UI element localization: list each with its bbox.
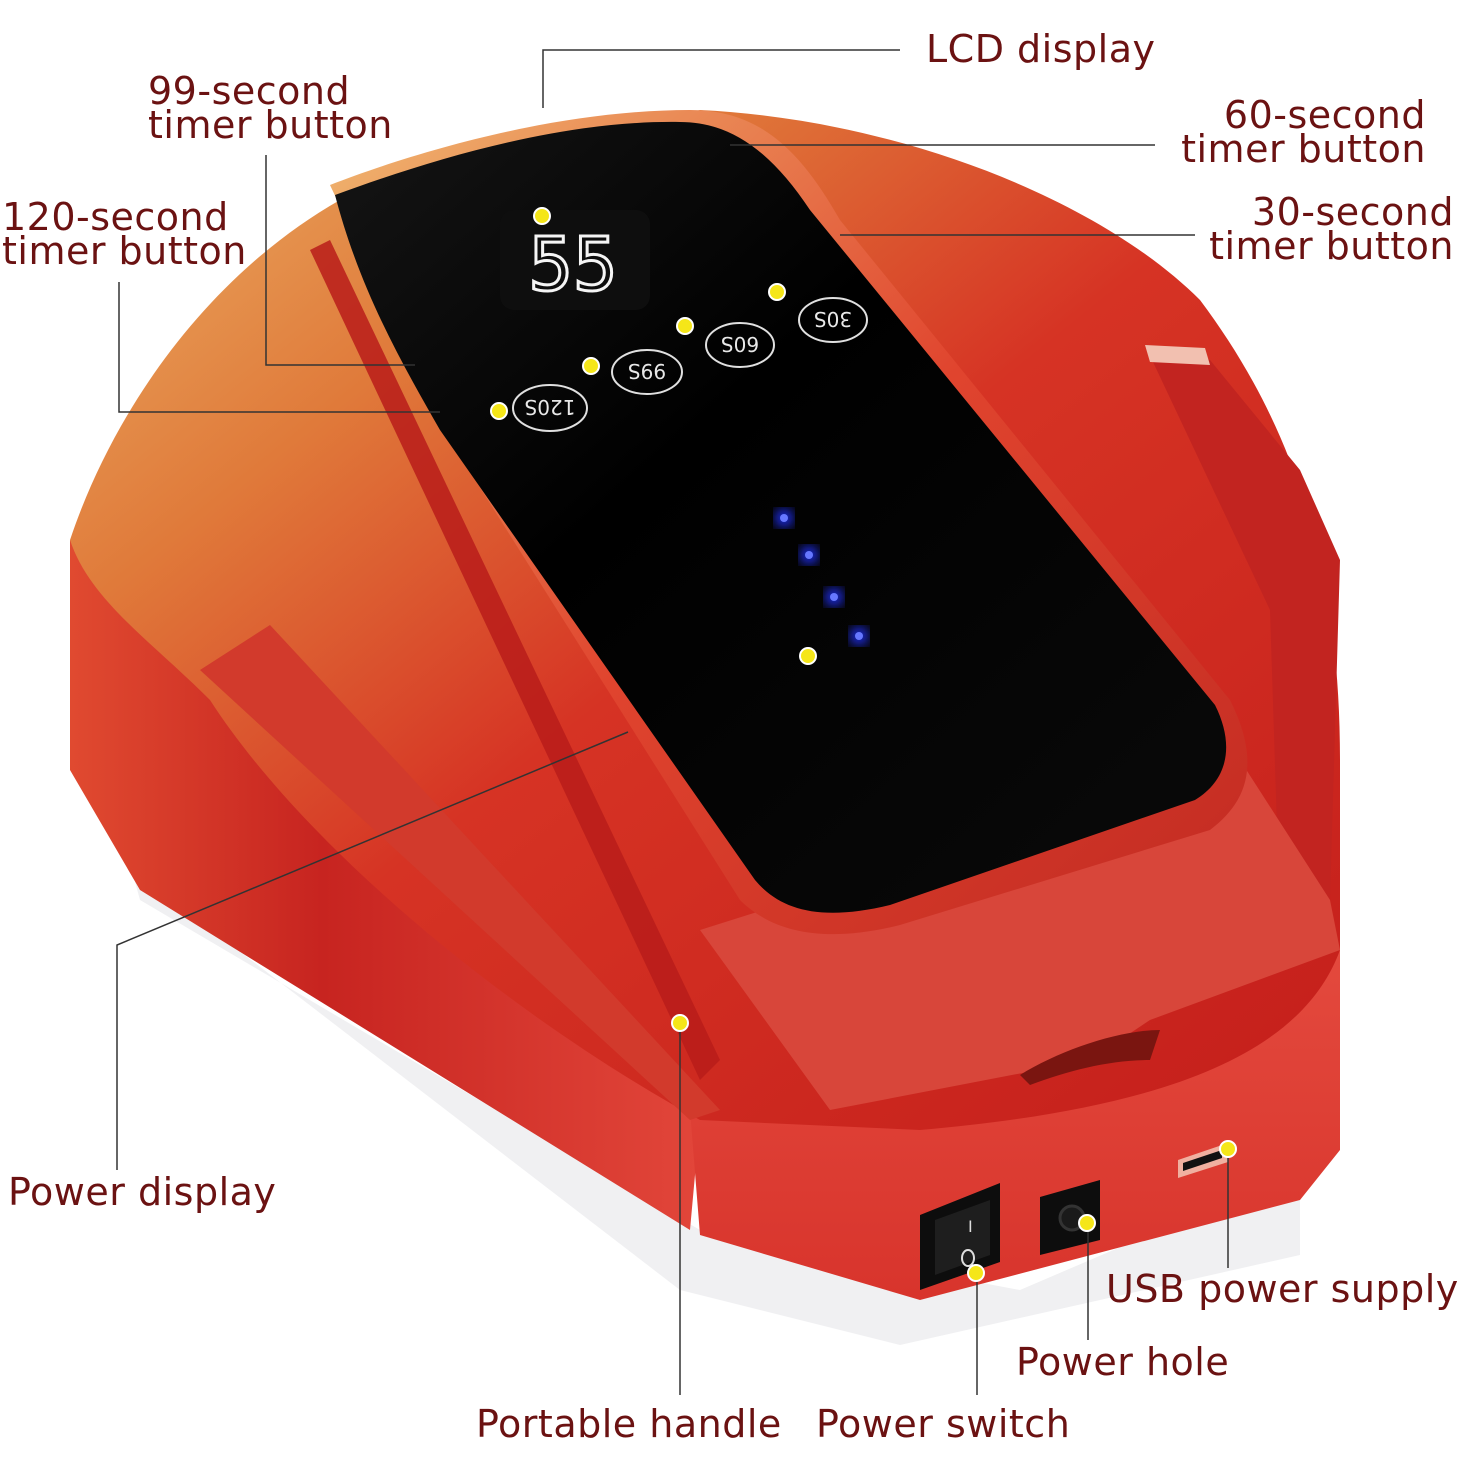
- label-power-display: Power display: [8, 1170, 277, 1214]
- handle-highlight: [1145, 345, 1210, 365]
- power-display-leds: [775, 509, 868, 645]
- timer-button-120[interactable]: 120S: [512, 384, 588, 432]
- usb-port[interactable]: [1178, 1143, 1228, 1178]
- label-lcd-display: LCD display: [926, 27, 1156, 71]
- label-power-hole: Power hole: [1016, 1340, 1230, 1384]
- lcd-display: 55: [500, 210, 650, 310]
- label-timer-99-line2: timer button: [148, 103, 393, 147]
- lcd-readout: 55: [528, 222, 617, 308]
- label-timer-120-line2: timer button: [2, 229, 247, 273]
- power-hole[interactable]: [1040, 1180, 1100, 1255]
- label-power-switch: Power switch: [816, 1402, 1071, 1446]
- label-timer-99-line1: 99-second: [148, 69, 351, 113]
- timer-button-120-label: 120S: [525, 395, 576, 419]
- label-timer-120-line1: 120-second: [2, 195, 229, 239]
- front-slab: [700, 760, 1340, 1110]
- timer-button-60-label: 60S: [721, 332, 759, 356]
- timer-button-30[interactable]: 30S: [798, 297, 868, 343]
- timer-button-30-label: 30S: [814, 307, 852, 331]
- leader-lines: [116, 49, 1229, 1395]
- left-rim-strip: [310, 240, 720, 1080]
- label-timer-30-line2: timer button: [1209, 224, 1454, 268]
- right-handle: [1145, 345, 1340, 920]
- power-switch[interactable]: I: [920, 1183, 1000, 1290]
- svg-text:I: I: [968, 1217, 973, 1236]
- left-handle-strip: [200, 625, 720, 1120]
- timer-button-60[interactable]: 60S: [705, 322, 775, 368]
- label-timer-120: 120-second timer button: [2, 195, 247, 273]
- handle-grip-recess: [1020, 1030, 1160, 1085]
- label-timer-30-line1: 30-second: [1251, 190, 1454, 234]
- label-usb-power-supply: USB power supply: [1106, 1267, 1459, 1311]
- label-portable-handle: Portable handle: [476, 1402, 782, 1446]
- callout-markers: [490, 207, 1237, 1282]
- label-timer-30: 30-second timer button: [1209, 190, 1454, 268]
- label-timer-60: 60-second timer button: [1181, 93, 1426, 171]
- timer-button-99-label: 99S: [628, 359, 666, 383]
- label-timer-60-line1: 60-second: [1223, 93, 1426, 137]
- timer-button-99[interactable]: 99S: [611, 349, 683, 395]
- label-timer-99: 99-second timer button: [148, 69, 393, 147]
- label-timer-60-line2: timer button: [1181, 127, 1426, 171]
